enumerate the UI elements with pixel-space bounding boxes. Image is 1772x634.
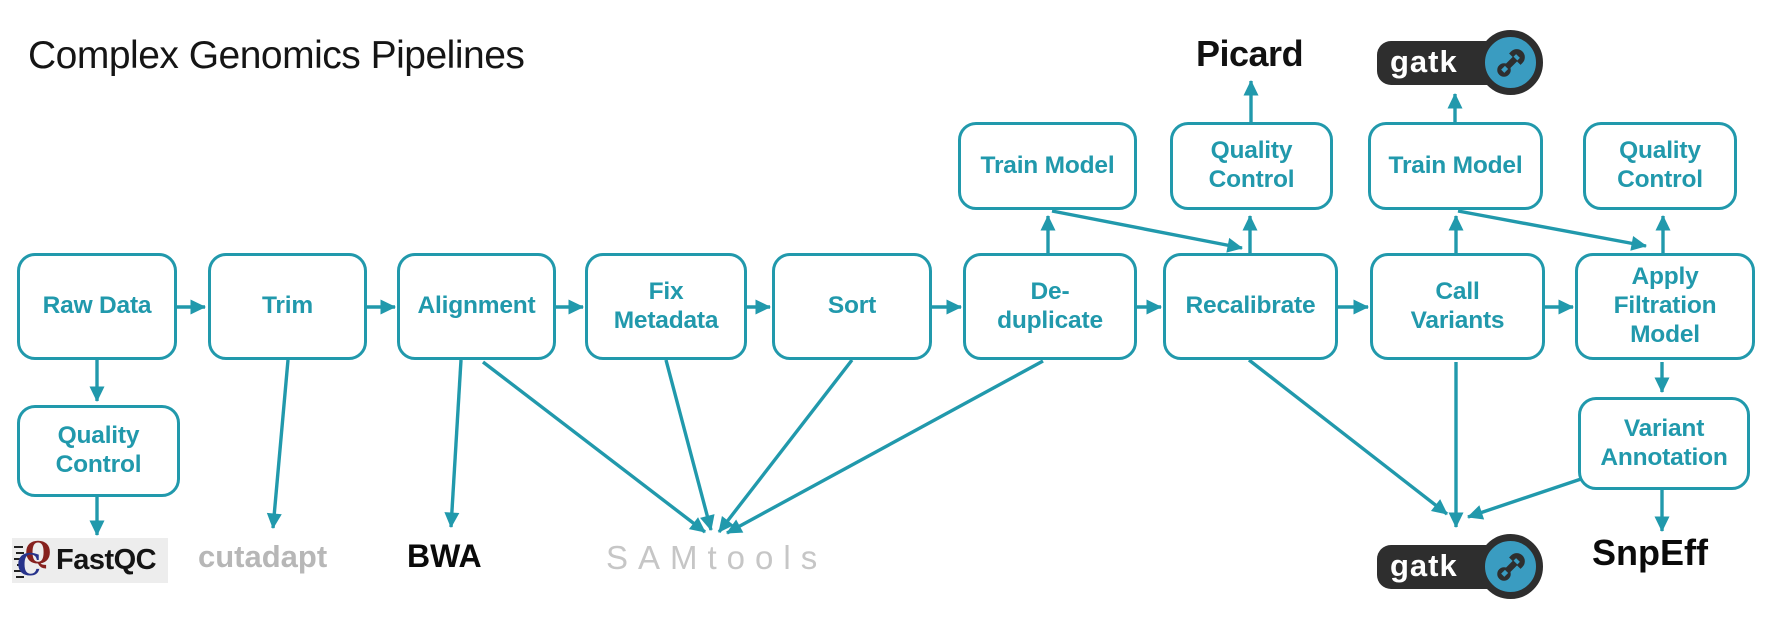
node-label: Quality Control (1617, 137, 1703, 193)
edge-alignment-to-bwa (444, 359, 463, 528)
node-label: Quality Control (1208, 137, 1295, 193)
node-quality-control-1: Quality Control (1170, 122, 1333, 210)
picard-logo: Picard (1196, 33, 1304, 74)
node-label: Call Variants (1410, 277, 1505, 334)
fastqc-qc-icon: Q C (14, 536, 56, 583)
fastqc-q-letter: Q (25, 536, 52, 571)
node-de-duplicate: De- duplicate (963, 253, 1137, 360)
node-label: Train Model (980, 151, 1115, 179)
node-apply-filtration-model: Apply Filtration Model (1575, 253, 1755, 360)
samtools-logo: SAMtools (606, 539, 828, 576)
node-trim: Trim (208, 253, 367, 360)
node-label: Apply Filtration Model (1613, 263, 1717, 348)
node-recalibrate: Recalibrate (1163, 253, 1338, 360)
bwa-logo: BWA (407, 538, 482, 574)
gatk-logo-top: gatk (1377, 30, 1543, 96)
node-fix-metadata: Fix Metadata (585, 253, 747, 360)
node-label: Fix Metadata (613, 277, 719, 334)
edge-train-model-to-apply-filtration-model (1457, 209, 1647, 251)
node-label: Variant Annotation (1600, 414, 1728, 471)
fastqc-c-letter: C (17, 548, 41, 583)
wrench-icon (1496, 48, 1525, 77)
edge-variant-annotation-to-gatk-bottom (1467, 474, 1591, 520)
node-alignment: Alignment (397, 253, 556, 360)
edge-recalibrate-to-gatk-bottom (1247, 358, 1449, 516)
node-quality-control-2: Quality Control (1583, 122, 1737, 210)
fastqc-wordmark: FastQC (56, 544, 157, 576)
node-train-model-2: Train Model (1368, 122, 1543, 210)
edge-de-duplicate-to-samtools (726, 359, 1044, 535)
edge-alignment-to-samtools (481, 360, 707, 534)
gatk-wordmark: gatk (1390, 548, 1458, 583)
gatk-circle (1478, 534, 1543, 599)
page-title: Complex Genomics Pipelines (28, 34, 525, 77)
node-label: Quality Control (55, 422, 142, 478)
edge-trim-to-cutadapt (266, 359, 290, 529)
snpeff-logo: SnpEff (1592, 532, 1708, 573)
node-label: Trim (262, 292, 313, 320)
node-call-variants: Call Variants (1370, 253, 1545, 360)
node-label: Raw Data (42, 292, 152, 320)
cutadapt-logo: cutadapt (198, 539, 328, 574)
edge-train-model-to-recalibrate (1051, 209, 1243, 253)
node-train-model-1: Train Model (958, 122, 1137, 210)
fastqc-speedlines-icon (14, 546, 24, 578)
gatk-circle (1478, 30, 1543, 95)
node-quality-control-0: Quality Control (17, 405, 180, 497)
node-sort: Sort (772, 253, 932, 360)
node-variant-annotation: Variant Annotation (1578, 397, 1750, 490)
node-label: Train Model (1388, 151, 1523, 179)
node-raw-data: Raw Data (17, 253, 177, 360)
wrench-icon (1496, 552, 1525, 581)
gatk-logo-bottom: gatk (1377, 534, 1543, 600)
node-label: Recalibrate (1185, 292, 1316, 320)
node-label: Alignment (417, 292, 536, 320)
node-label: Sort (827, 292, 877, 320)
node-label: De- duplicate (997, 277, 1103, 334)
edge-fix-metadata-to-samtools (664, 359, 715, 531)
gatk-wordmark: gatk (1390, 44, 1458, 79)
fastqc-logo: Q C FastQC (12, 536, 168, 583)
edge-sort-to-samtools (717, 358, 854, 534)
